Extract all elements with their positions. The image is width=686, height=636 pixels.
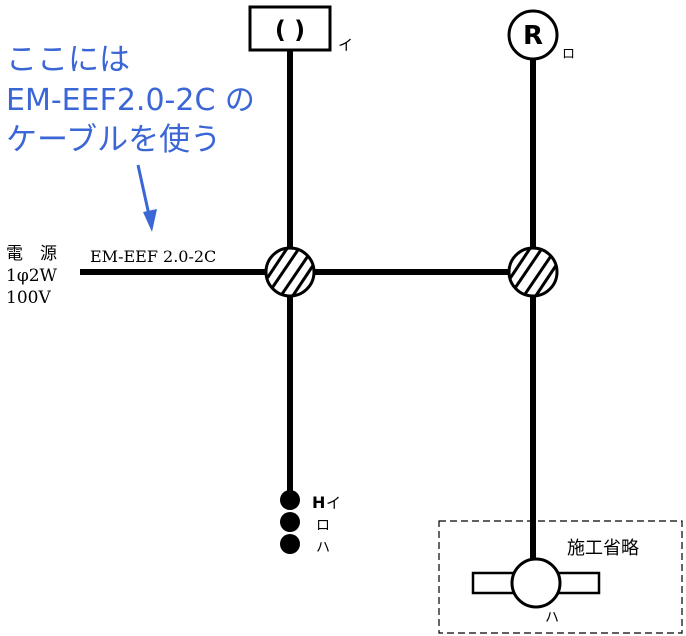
ceiling-light-id-label: イ — [338, 36, 353, 54]
annotation-line-1: ここには — [6, 42, 130, 78]
junction-box-a — [264, 246, 316, 298]
switch-h-marker: H — [312, 493, 325, 512]
annotation-line-3: ケーブルを使う — [6, 122, 221, 158]
power-source-title: 電 源 — [6, 244, 57, 264]
omitted-area-label: 施工省略 — [567, 538, 639, 559]
cable-label: EM-EEF 2.0-2C — [90, 247, 216, 266]
switch-dot-2 — [280, 512, 300, 532]
junction-box-b — [507, 246, 559, 298]
receptacle-lamp-symbol: R — [523, 21, 543, 51]
ceiling-light-box — [248, 5, 332, 52]
switch-label-2: ロ — [316, 518, 330, 534]
switch-dot-1 — [280, 490, 300, 510]
ceiling-light-symbol: ( ) — [275, 16, 305, 44]
receptacle-lamp-fixture: R ロ — [507, 9, 575, 62]
power-source-voltage: 100V — [6, 288, 51, 308]
omitted-fixture-circle — [510, 557, 562, 609]
ceiling-light-fixture: ( ) イ — [248, 5, 353, 54]
junction-box-b-hatch — [509, 248, 557, 296]
switch-dot-3 — [280, 534, 300, 554]
receptacle-lamp-circle — [507, 9, 559, 61]
receptacle-lamp-id-label: ロ — [562, 47, 575, 62]
wiring-lines — [80, 50, 536, 562]
annotation-arrow-shaft — [136, 164, 151, 216]
omitted-area-border — [438, 520, 683, 634]
switch-label-3: ハ — [316, 540, 330, 556]
power-source-phase: 1φ2W — [6, 266, 58, 286]
switch-label-1: イ — [326, 494, 341, 512]
annotation-arrow-head — [143, 209, 157, 232]
omitted-fixture-label: ハ — [545, 610, 559, 626]
power-source: 電 源 1φ2W 100V — [6, 244, 58, 308]
omitted-area: 施工省略 ハ — [438, 520, 683, 634]
annotation: ここには EM-EEF2.0-2C の ケーブルを使う — [6, 42, 255, 232]
annotation-line-2: EM-EEF2.0-2C の — [6, 83, 255, 118]
switches: H イ ロ ハ — [280, 490, 341, 556]
